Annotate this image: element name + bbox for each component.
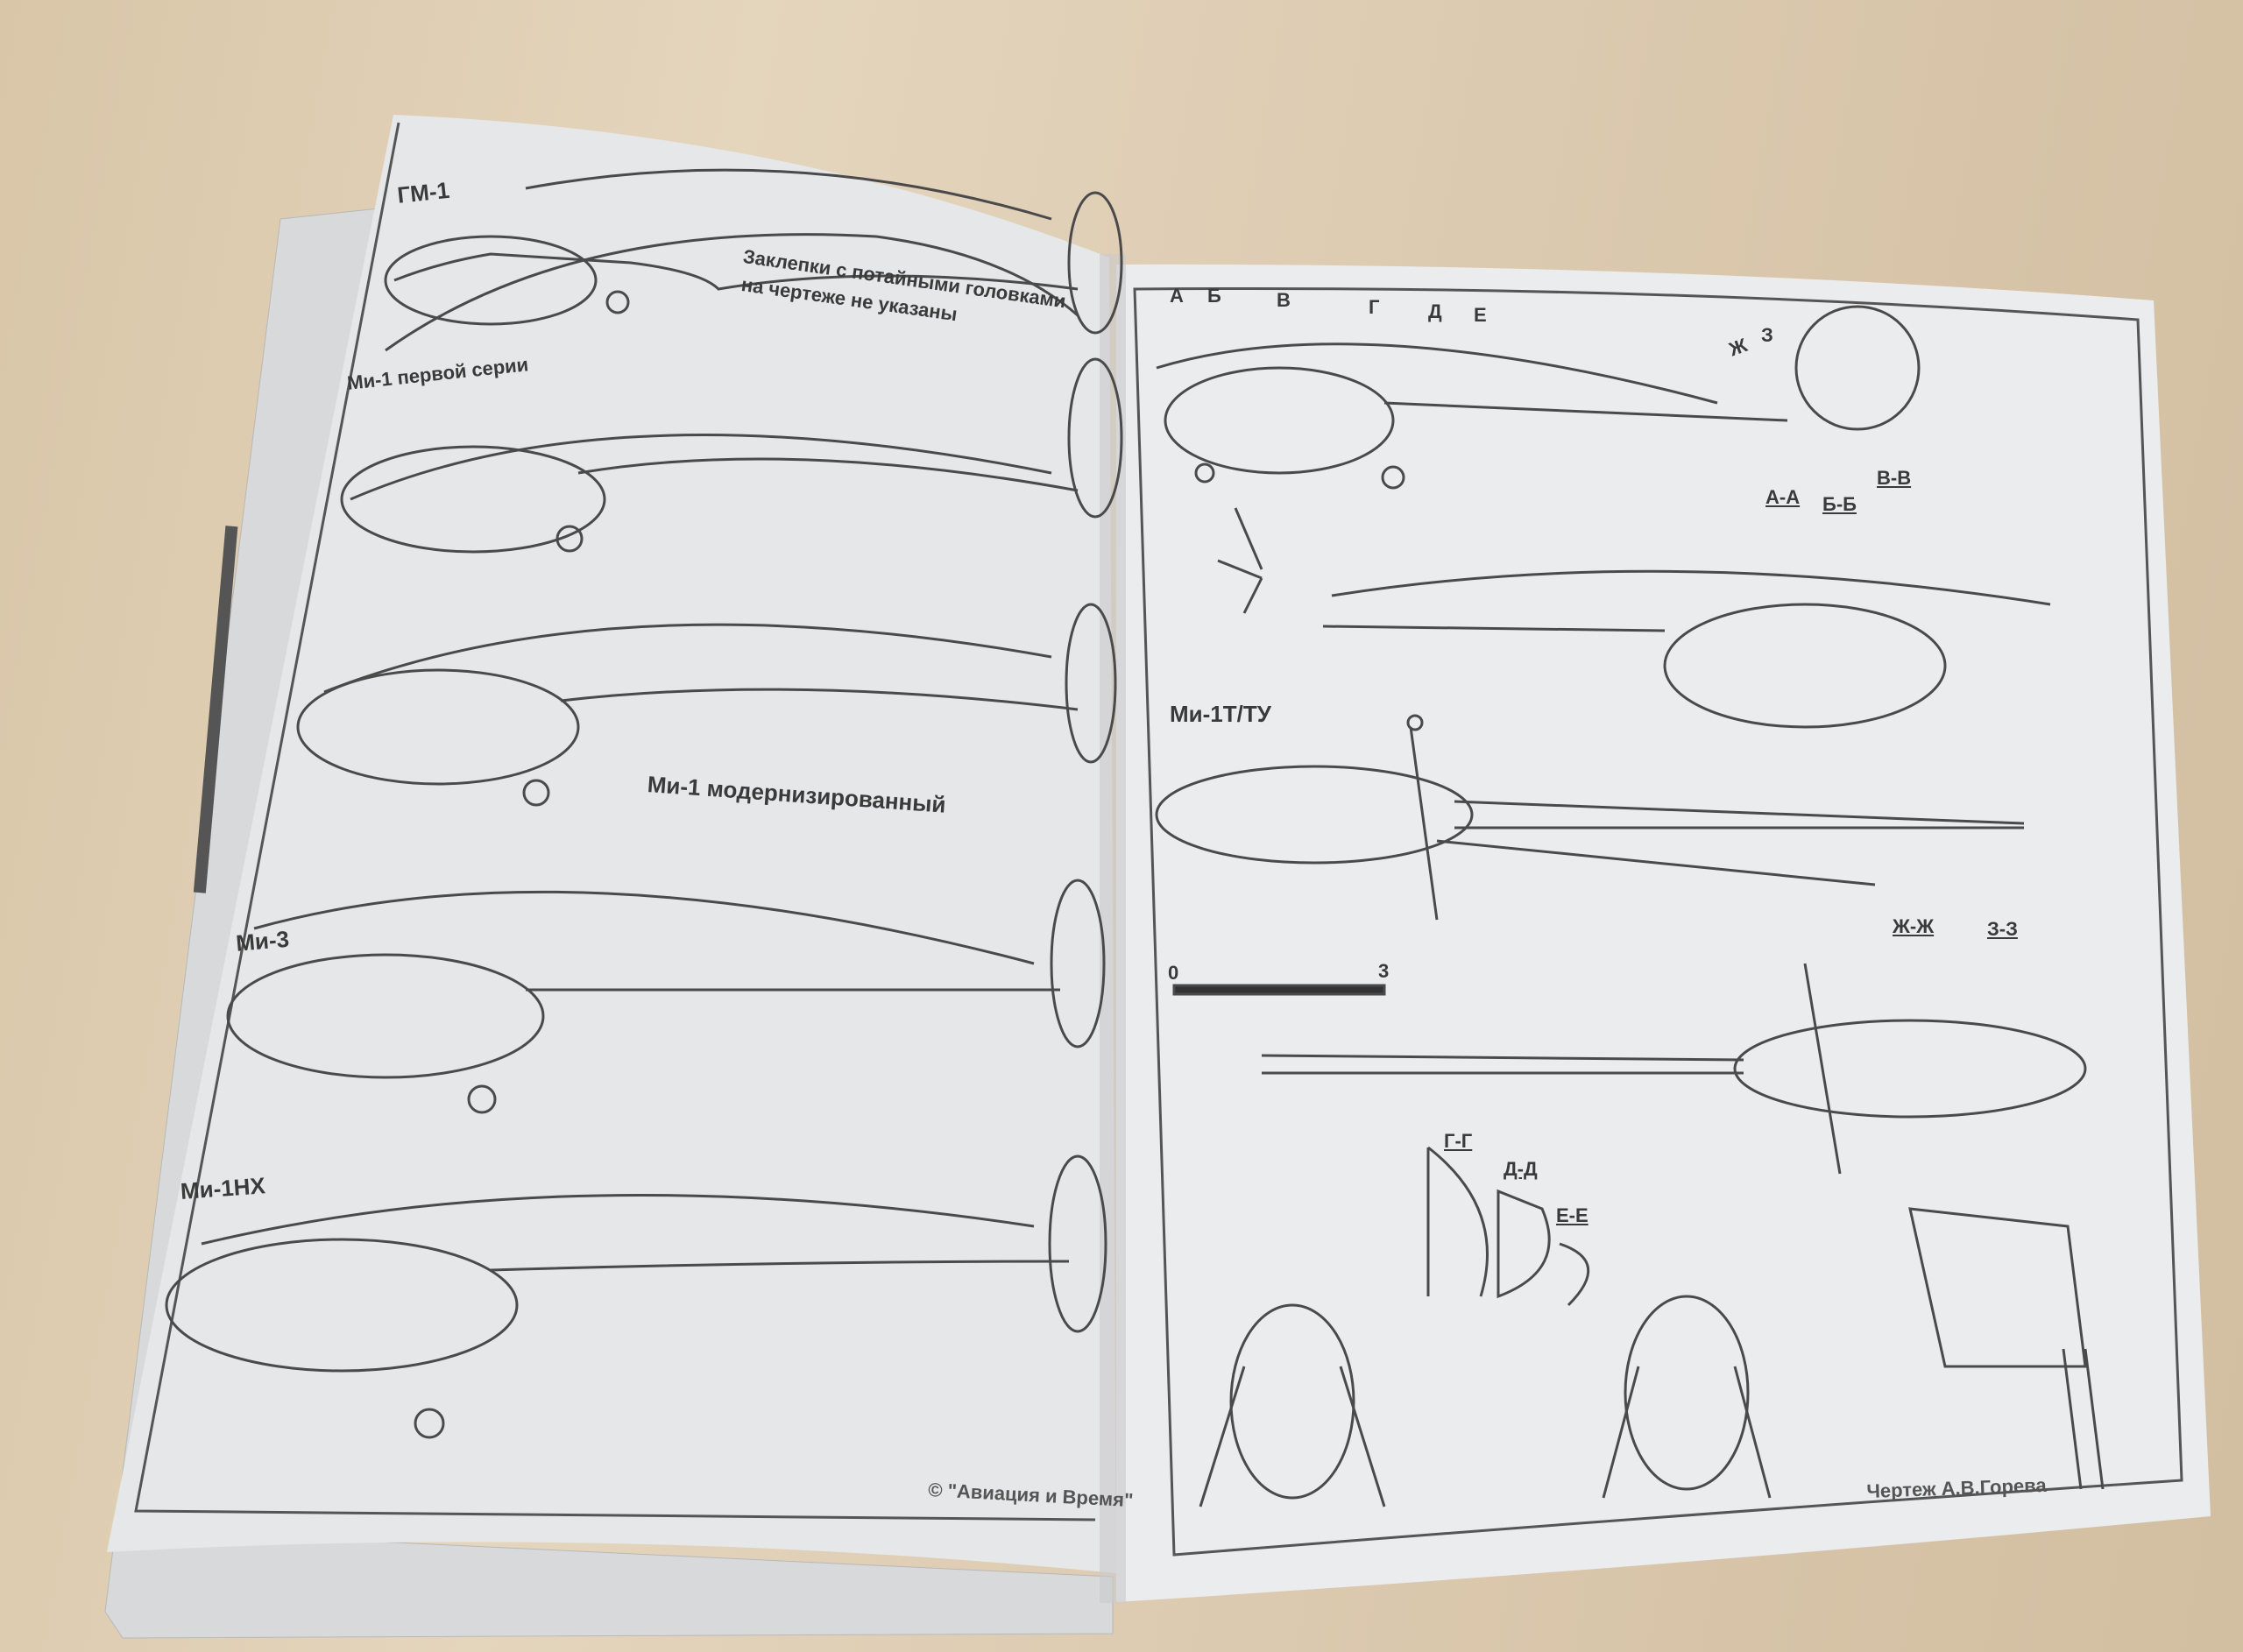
section-mark-b: Б <box>1207 285 1221 307</box>
helicopter-mi1-first-series <box>340 357 1123 554</box>
section-mark-g: Г <box>1369 296 1380 318</box>
section-a-a: А-А <box>1765 486 1801 508</box>
section-mark-d: Д <box>1428 300 1442 322</box>
helicopter-mi1nh <box>165 1154 1107 1439</box>
margin-strip <box>193 526 238 893</box>
section-mark-e: Е <box>1474 304 1487 326</box>
section-zh-zh: Ж-Ж <box>1893 915 1935 937</box>
section-mark-z: З <box>1761 324 1773 346</box>
right-drawings <box>1155 305 2105 1507</box>
helicopter-gm1 <box>384 168 1123 352</box>
spine-shadow <box>1100 254 1126 1603</box>
label-mi3: Ми-3 <box>235 925 291 957</box>
helicopter-bottom-view <box>1261 963 2087 1175</box>
label-gm1: ГМ-1 <box>396 176 451 208</box>
section-d-d: Д-Д <box>1504 1158 1538 1180</box>
left-frame <box>134 122 1096 1521</box>
section-z-z: З-З <box>1987 918 2018 940</box>
section-profiles <box>1426 1146 1590 1307</box>
scale-end: 3 <box>1378 960 1390 982</box>
left-page <box>107 115 1116 1573</box>
helicopter-top-view <box>1155 714 2025 921</box>
helicopter-mi3 <box>226 879 1106 1114</box>
section-mark-v: В <box>1277 289 1291 311</box>
front-views <box>1199 1295 1772 1507</box>
right-frame <box>1133 286 2183 1557</box>
section-v-v: В-В <box>1877 467 1912 489</box>
scale-start: 0 <box>1168 962 1179 984</box>
section-b-b: Б-Б <box>1822 493 1857 515</box>
helicopter-side-view-reversed <box>1217 507 2051 729</box>
label-mi1t-tu: Ми-1Т/ТУ <box>1170 701 1271 727</box>
section-g-g: Г-Г <box>1444 1130 1473 1152</box>
helicopter-side-view <box>1156 305 1921 490</box>
right-page <box>1116 264 2211 1602</box>
helicopter-mi1-modernized <box>296 603 1117 807</box>
scale-bar <box>1172 984 1386 996</box>
cockpit-detail <box>1908 1207 2105 1490</box>
section-e-e: Е-Е <box>1556 1204 1588 1226</box>
section-mark-a: А <box>1170 285 1184 307</box>
left-drawings <box>165 168 1123 1439</box>
